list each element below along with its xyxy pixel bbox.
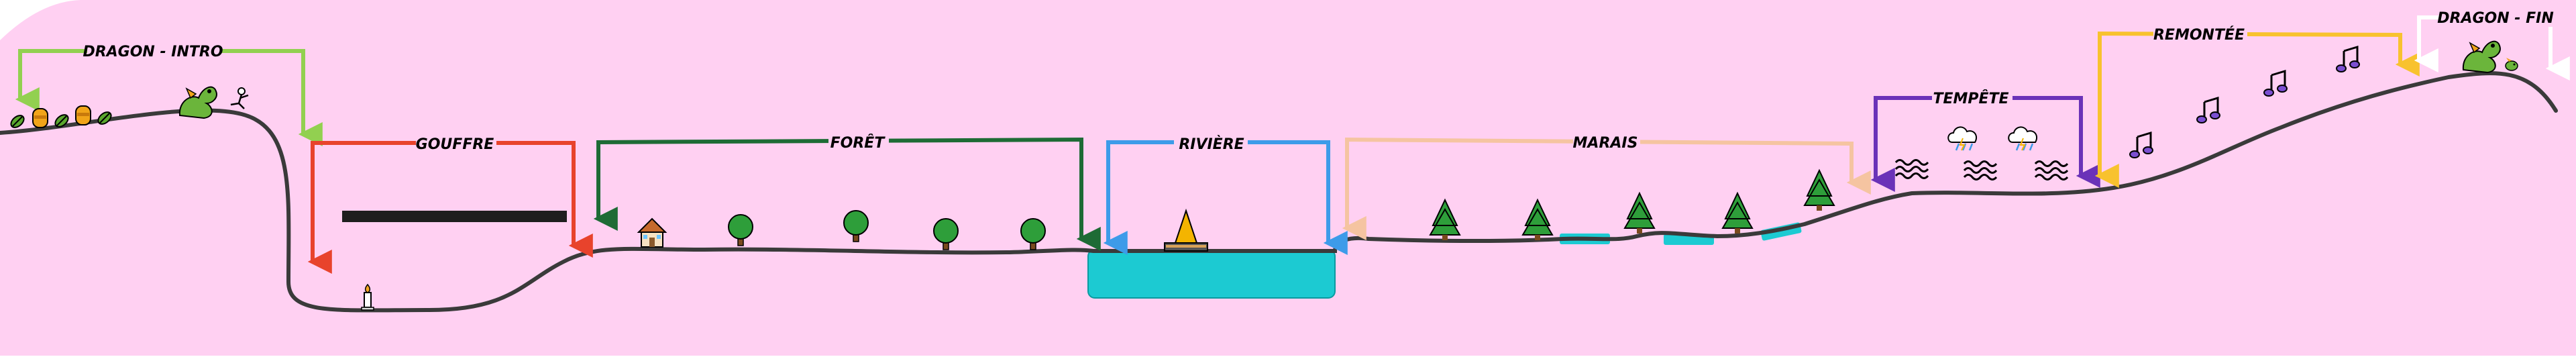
section-label-dragon-fin: DRAGON - FIN [2437,10,2553,27]
section-label-gouffre: GOUFFRE [416,136,494,153]
section-label-riviere: RIVIÈRE [1179,136,1244,153]
section-label-dragon-intro: DRAGON - INTRO [83,44,223,60]
section-label-remontee: REMONTÉE [2153,26,2245,44]
section-label-foret: FORÊT [830,134,886,152]
gouffre-bar [342,211,567,222]
section-label-tempete: TEMPÊTE [1933,90,2008,107]
river-water [1088,250,1335,298]
section-label-marais: MARAIS [1573,135,1638,152]
honey-pot-icon [33,109,48,127]
honey-pot-icon [76,106,91,125]
